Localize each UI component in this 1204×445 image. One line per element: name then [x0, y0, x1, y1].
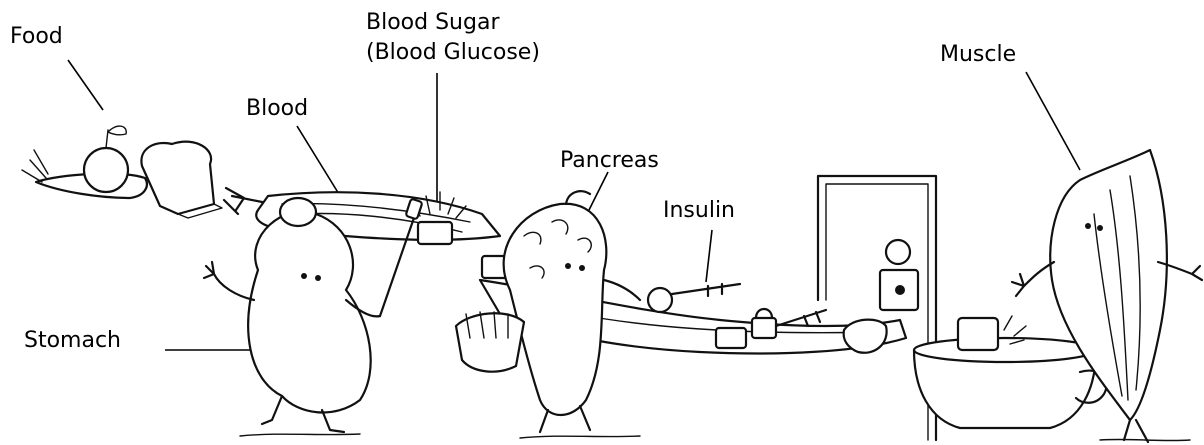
door-frame	[818, 176, 936, 440]
label-food: Food	[10, 24, 63, 50]
label-blood: Blood	[246, 96, 308, 122]
pancreas-body	[504, 204, 607, 415]
carrot-leaves	[22, 150, 48, 182]
pancreas-eye-right	[579, 265, 585, 271]
stomach-arm-left	[204, 262, 254, 300]
bread-shape	[141, 142, 214, 214]
muscle-eye-right	[1097, 225, 1103, 231]
muscle-arm-left	[1012, 262, 1054, 296]
pancreas-eye-left	[565, 263, 571, 269]
pancreas-arm	[604, 280, 640, 300]
stomach-eye-left	[301, 273, 307, 279]
stomach-eye-right	[315, 275, 321, 281]
key-basket	[456, 313, 524, 371]
apple-leaf	[106, 126, 126, 148]
keyhole	[895, 285, 905, 295]
stomach-body	[248, 212, 370, 413]
label-stomach: Stomach	[24, 328, 121, 354]
padlock-body	[752, 318, 776, 338]
stomach-top	[280, 198, 316, 226]
label-muscle: Muscle	[940, 42, 1016, 68]
muscle-eye-left	[1085, 223, 1091, 229]
label-insulin: Insulin	[663, 198, 735, 224]
key-1-shaft	[672, 284, 740, 296]
pancreas-stem	[566, 191, 590, 204]
sugar-cube-1	[418, 222, 452, 244]
door-knob	[886, 240, 910, 264]
insulin-pointer	[706, 230, 712, 282]
cup-rim	[914, 338, 1096, 362]
muscle-pointer	[1026, 72, 1080, 170]
apple-shape	[84, 148, 128, 192]
arrow-to-stomach	[224, 188, 262, 214]
key-2-shaft	[776, 310, 826, 326]
muscle-legs	[1124, 420, 1148, 442]
label-blood-sugar-line1: Blood Sugar	[366, 10, 499, 36]
cup-sugar	[958, 318, 998, 350]
door-inner	[826, 184, 928, 440]
sugar-cube-3	[716, 328, 746, 348]
food-group	[22, 126, 262, 218]
ground-lines	[240, 434, 1190, 441]
padlock-shackle	[756, 309, 772, 318]
label-pancreas: Pancreas	[560, 148, 659, 174]
key-1-ring	[648, 288, 672, 312]
label-blood-sugar-line2: (Blood Glucose)	[366, 40, 540, 66]
food-pointer	[68, 60, 103, 110]
pancreas-pointer	[588, 172, 608, 212]
sugar-cube-4	[844, 320, 887, 353]
